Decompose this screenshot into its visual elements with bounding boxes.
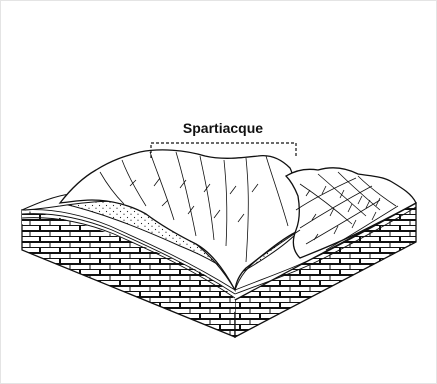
watershed-label: Spartiacque <box>183 120 263 136</box>
